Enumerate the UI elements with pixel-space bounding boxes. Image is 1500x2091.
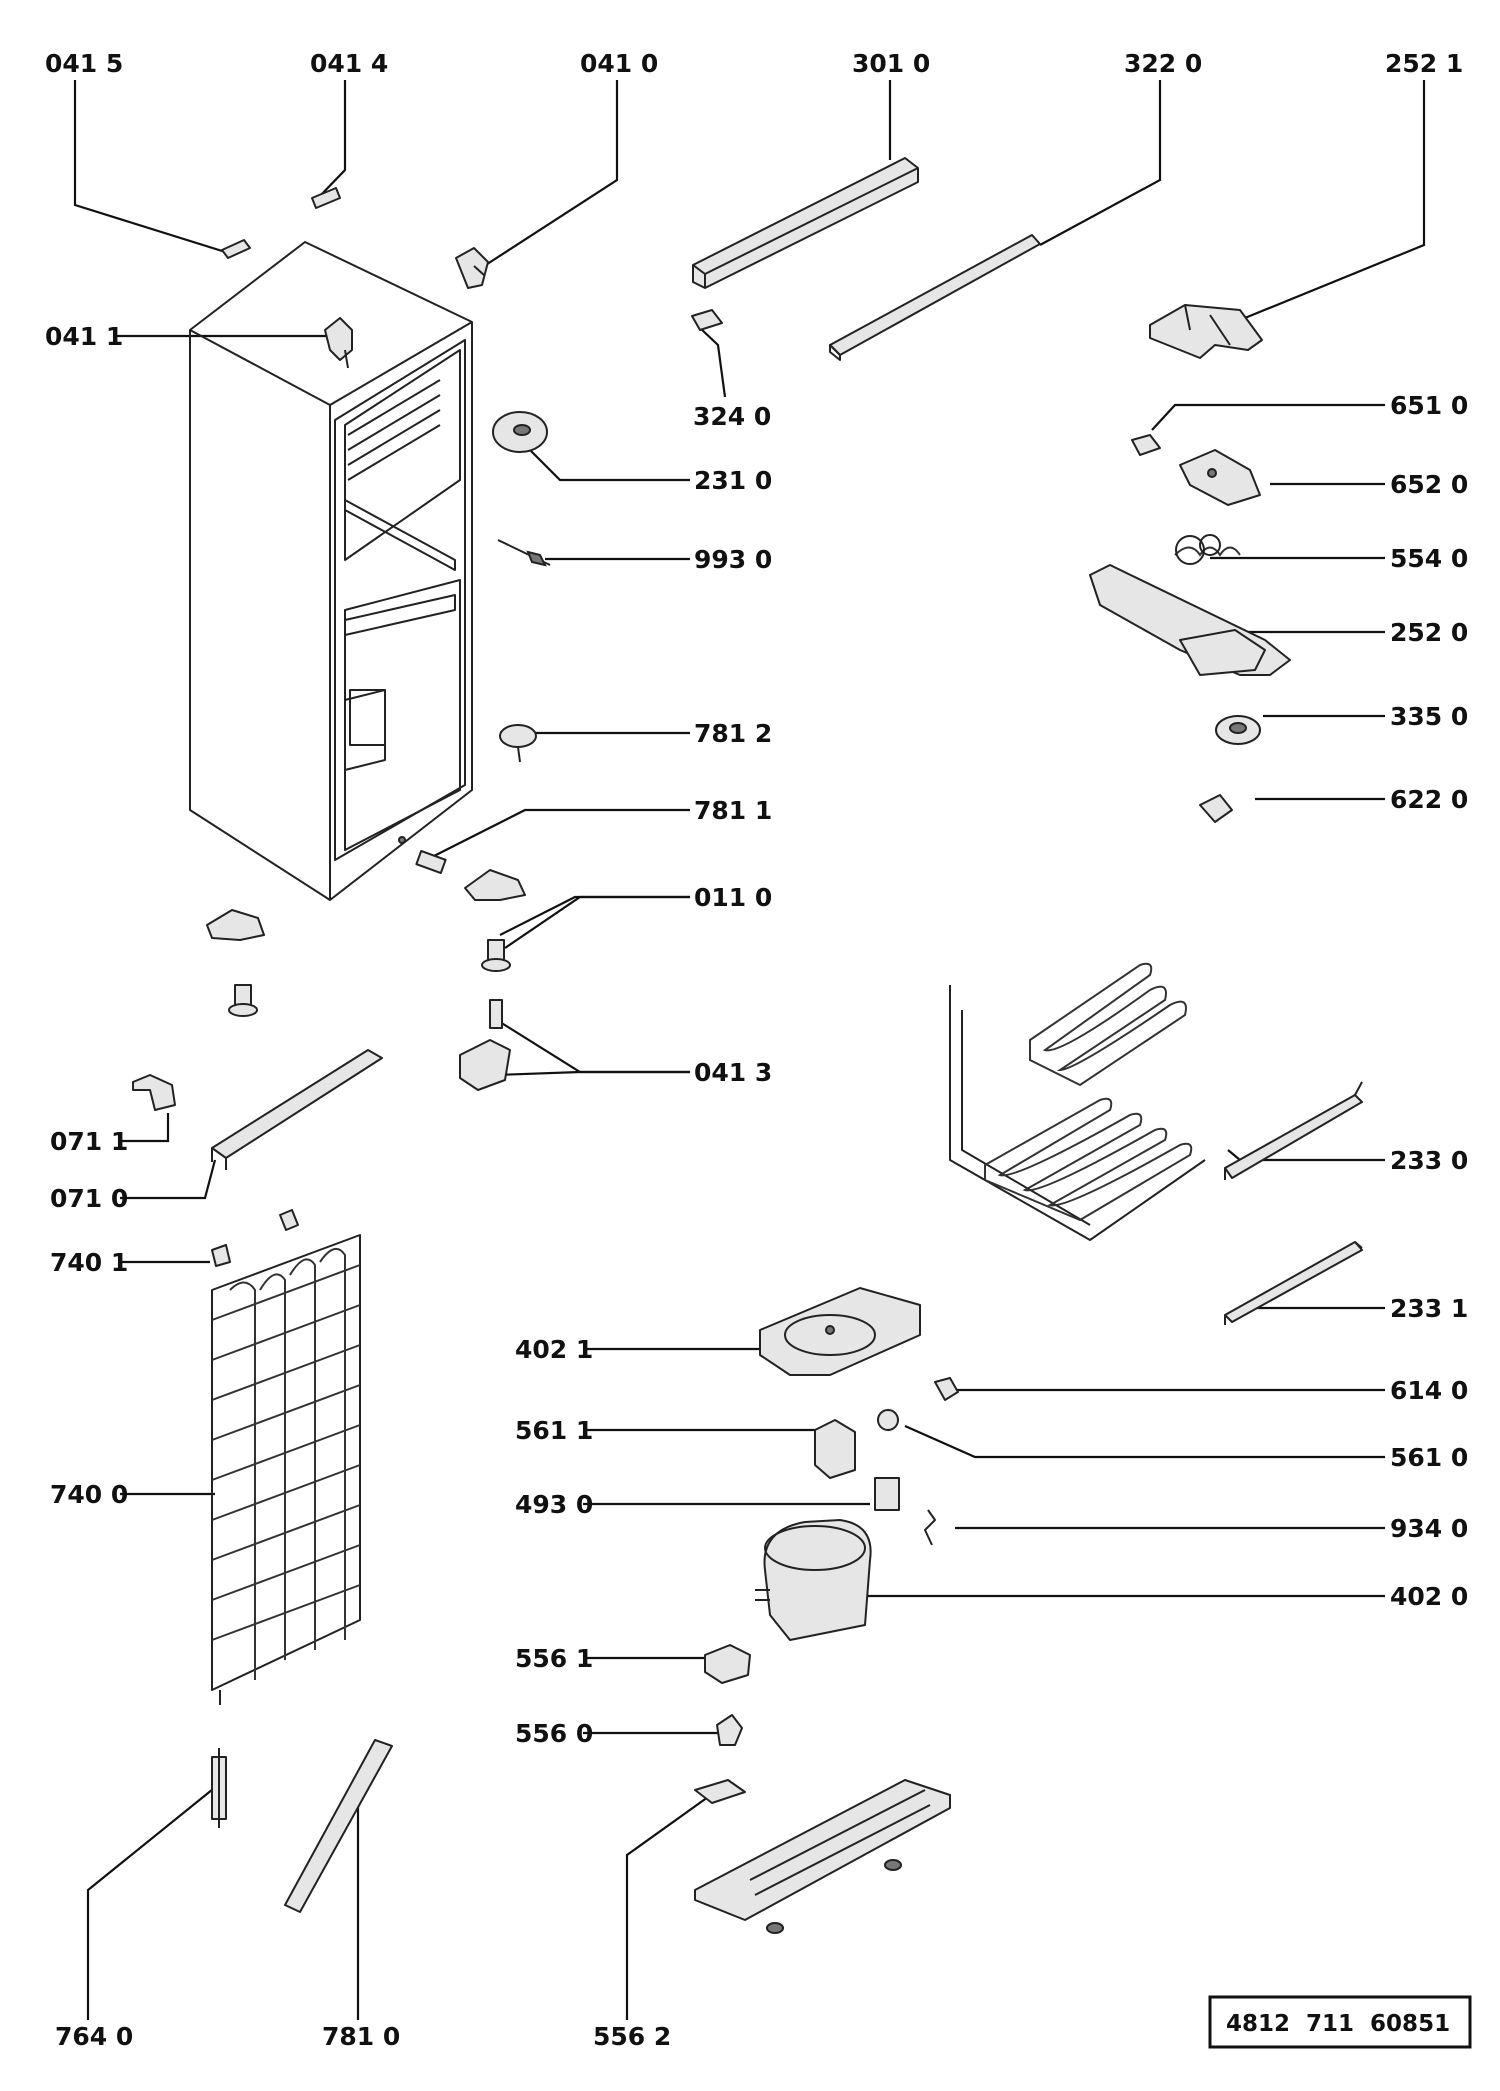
part-5562 bbox=[694, 1779, 746, 1804]
label-0711: 071 1 bbox=[50, 1127, 128, 1156]
compressor-base-plate bbox=[694, 1779, 951, 1934]
part-5540-spring bbox=[1174, 534, 1241, 565]
label-6510: 651 0 bbox=[1390, 391, 1468, 420]
part-0413 bbox=[459, 999, 511, 1091]
document-number-box: 4812 711 60851 bbox=[1208, 1995, 1472, 2049]
label-4021: 402 1 bbox=[515, 1335, 593, 1364]
part-3220 bbox=[829, 234, 1041, 361]
label-2310: 231 0 bbox=[694, 466, 772, 495]
label-0413: 041 3 bbox=[694, 1058, 772, 1087]
part-0410 bbox=[455, 247, 489, 289]
label-5561: 556 1 bbox=[515, 1644, 593, 1673]
label-2331: 233 1 bbox=[1390, 1294, 1468, 1323]
condenser-illustration bbox=[211, 1234, 361, 1705]
label-7401: 740 1 bbox=[50, 1248, 128, 1277]
part-9340 bbox=[924, 1509, 936, 1546]
part-2330 bbox=[1224, 1081, 1363, 1180]
label-2520: 252 0 bbox=[1390, 618, 1468, 647]
label-0710: 071 0 bbox=[50, 1184, 128, 1213]
label-5560: 556 0 bbox=[515, 1719, 593, 1748]
label-7810: 781 0 bbox=[322, 2022, 400, 2051]
part-5611 bbox=[814, 1419, 856, 1479]
part-3240 bbox=[691, 309, 723, 331]
label-6520: 652 0 bbox=[1390, 470, 1468, 499]
part-7811 bbox=[415, 849, 447, 875]
label-4930: 493 0 bbox=[515, 1490, 593, 1519]
label-5611: 561 1 bbox=[515, 1416, 593, 1445]
part-2520 bbox=[1089, 564, 1291, 676]
part-3350 bbox=[1215, 715, 1261, 745]
label-0411: 041 1 bbox=[45, 322, 123, 351]
label-2330: 233 0 bbox=[1390, 1146, 1468, 1175]
label-0410: 041 0 bbox=[580, 49, 658, 78]
part-0710 bbox=[211, 1049, 383, 1170]
label-0415: 041 5 bbox=[45, 49, 123, 78]
part-4021 bbox=[759, 1287, 921, 1376]
label-0110: 011 0 bbox=[694, 883, 772, 912]
label-7400: 740 0 bbox=[50, 1480, 128, 1509]
part-0110-leveling-feet bbox=[206, 869, 526, 1017]
part-6510 bbox=[1131, 434, 1161, 456]
hinge-0411-part bbox=[324, 317, 353, 369]
document-number: 4812 711 60851 bbox=[1226, 2011, 1450, 2037]
label-7812: 781 2 bbox=[694, 719, 772, 748]
part-5561 bbox=[704, 1644, 751, 1684]
label-4020: 402 0 bbox=[1390, 1582, 1468, 1611]
part-4930 bbox=[874, 1477, 900, 1511]
part-6520 bbox=[1179, 449, 1261, 506]
part-6140 bbox=[934, 1377, 959, 1401]
label-2521: 252 1 bbox=[1385, 49, 1463, 78]
part-4020-compressor bbox=[755, 1519, 872, 1641]
label-9340: 934 0 bbox=[1390, 1514, 1468, 1543]
label-3240: 324 0 bbox=[693, 402, 771, 431]
part-5560 bbox=[716, 1714, 743, 1746]
label-3350: 335 0 bbox=[1390, 702, 1468, 731]
label-6140: 614 0 bbox=[1390, 1376, 1468, 1405]
evaporator-illustration bbox=[949, 962, 1206, 1241]
label-7640: 764 0 bbox=[55, 2022, 133, 2051]
part-labels: 041 5 041 4 041 0 301 0 322 0 252 1 041 … bbox=[45, 49, 1468, 2051]
label-6220: 622 0 bbox=[1390, 785, 1468, 814]
label-3010: 301 0 bbox=[852, 49, 930, 78]
part-6220 bbox=[1199, 794, 1233, 823]
label-7811: 781 1 bbox=[694, 796, 772, 825]
part-0415 bbox=[221, 239, 251, 259]
label-5610: 561 0 bbox=[1390, 1443, 1468, 1472]
part-7812 bbox=[499, 724, 537, 763]
label-0414: 041 4 bbox=[310, 49, 388, 78]
label-5562: 556 2 bbox=[593, 2022, 671, 2051]
part-2521 bbox=[1149, 304, 1263, 359]
part-0414 bbox=[311, 187, 341, 209]
label-9930: 993 0 bbox=[694, 545, 772, 574]
part-3010 bbox=[692, 157, 919, 289]
cabinet-illustration bbox=[189, 241, 473, 901]
part-2331 bbox=[1224, 1241, 1363, 1325]
leader-lines bbox=[73, 80, 1426, 2020]
part-0711 bbox=[132, 1074, 176, 1111]
part-7401-clips bbox=[211, 1209, 299, 1267]
part-9930 bbox=[497, 539, 551, 567]
part-7640 bbox=[211, 1748, 227, 1828]
part-7810 bbox=[284, 1739, 393, 1913]
label-5540: 554 0 bbox=[1390, 544, 1468, 573]
label-3220: 322 0 bbox=[1124, 49, 1202, 78]
part-5610 bbox=[877, 1409, 899, 1431]
part-2310 bbox=[492, 411, 548, 453]
